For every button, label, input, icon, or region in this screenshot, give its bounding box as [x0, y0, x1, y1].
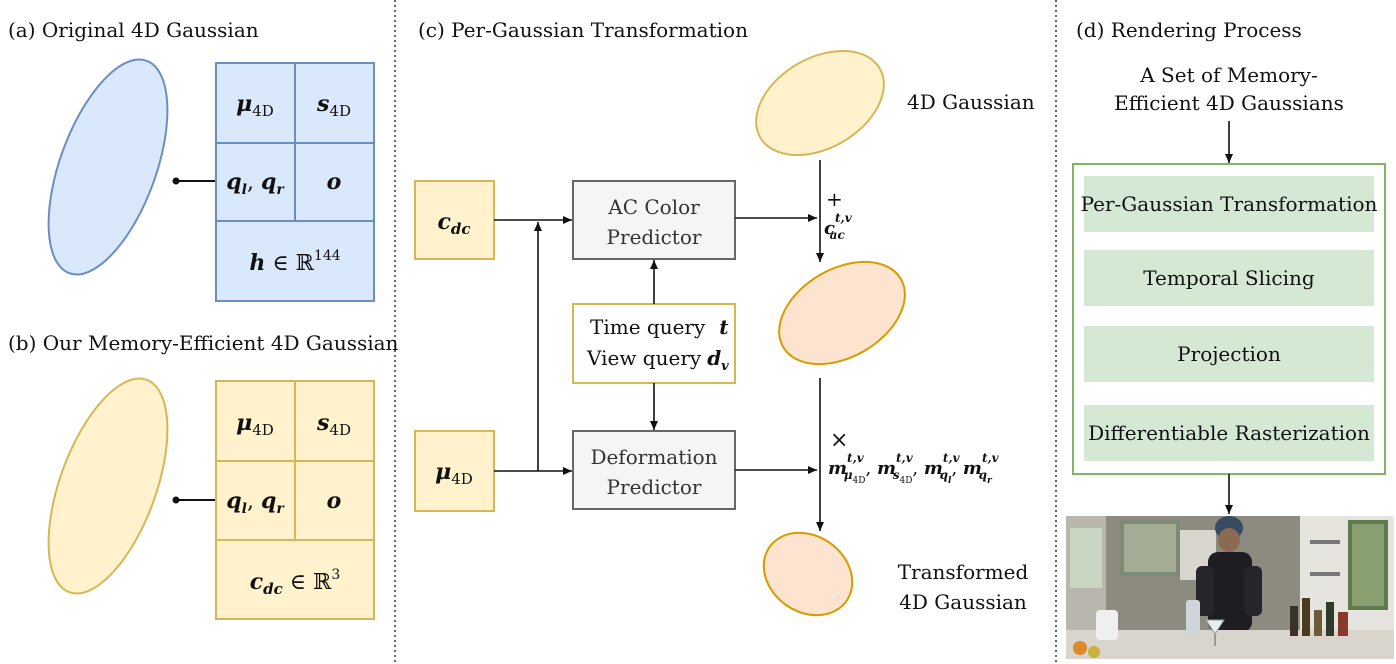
rendering-header-line2: Efficient 4D Gaussians — [1114, 91, 1344, 115]
ac-predictor-line1: AC Color — [607, 195, 700, 219]
orig-cell-o: o — [327, 169, 342, 195]
input-cdc-box — [414, 180, 495, 260]
eff-cell-o: o — [327, 488, 342, 514]
def-predictor-line1: Deformation — [590, 445, 717, 469]
eff-cell-q: ql, qr — [226, 488, 285, 517]
eff-cell-c: cdc ∈ ℝ3 — [250, 567, 341, 598]
ac-color-predictor-box — [572, 180, 736, 260]
original-gaussian-ellipse — [47, 58, 169, 276]
eff-cell-mu: μ4D — [236, 410, 274, 439]
query-box — [572, 303, 736, 384]
plus-sign: + — [826, 187, 843, 211]
gaussian-4d-top — [755, 49, 885, 157]
section-a-title: (a) Original 4D Gaussian — [8, 18, 259, 42]
stage-box-temporal-slicing — [1084, 250, 1374, 306]
original-connector-dot — [172, 177, 180, 185]
stage-box-per-gaussian — [1084, 176, 1374, 232]
transformed-label-line1: Transformed — [898, 560, 1029, 584]
ac-predictor-line2: Predictor — [607, 225, 702, 249]
input-cdc-label: cdc — [437, 209, 470, 238]
def-predictor-line2: Predictor — [607, 475, 702, 499]
efficient-attribute-table: μ4D s4D ql, qr o cdc ∈ ℝ3 — [215, 380, 375, 620]
pipeline-stages: Per-Gaussian Transformation Temporal Sli… — [1081, 176, 1378, 461]
gaussian-transformed — [762, 531, 854, 617]
stage-rasterization-label: Differentiable Rasterization — [1088, 421, 1370, 445]
stage-box-rasterization — [1084, 405, 1374, 461]
stage-per-gaussian-label: Per-Gaussian Transformation — [1081, 192, 1378, 216]
stage-box-projection — [1084, 326, 1374, 382]
transformed-label-line2: 4D Gaussian — [899, 590, 1027, 614]
gaussian-intermediate — [778, 260, 906, 366]
orig-cell-q: ql, qr — [226, 169, 285, 198]
rendered-output-image — [1066, 516, 1394, 659]
rendering-header-line1: A Set of Memory- — [1139, 63, 1317, 87]
efficient-connector-dot — [172, 496, 180, 504]
gaussian-4d-top-label: 4D Gaussian — [907, 90, 1035, 114]
orig-cell-h: h ∈ ℝ144 — [249, 248, 340, 276]
orig-cell-s: s4D — [316, 91, 351, 120]
eff-cell-s: s4D — [316, 410, 351, 439]
input-mu-label: μ4D — [435, 459, 473, 488]
times-sign: × — [830, 428, 848, 453]
orig-cell-mu: μ4D — [236, 91, 274, 120]
section-d-title: (d) Rendering Process — [1076, 18, 1302, 42]
section-b-title: (b) Our Memory-Efficient 4D Gaussian — [8, 331, 399, 355]
section-c-title: (c) Per-Gaussian Transformation — [418, 18, 748, 42]
input-mu-box — [414, 430, 495, 512]
deformation-predictor-box — [572, 430, 736, 510]
stage-projection-label: Projection — [1177, 342, 1281, 366]
stage-temporal-slicing-label: Temporal Slicing — [1143, 266, 1315, 290]
original-attribute-table: μ4D s4D ql, qr o h ∈ ℝ144 — [215, 62, 375, 302]
efficient-gaussian-ellipse — [47, 377, 169, 595]
